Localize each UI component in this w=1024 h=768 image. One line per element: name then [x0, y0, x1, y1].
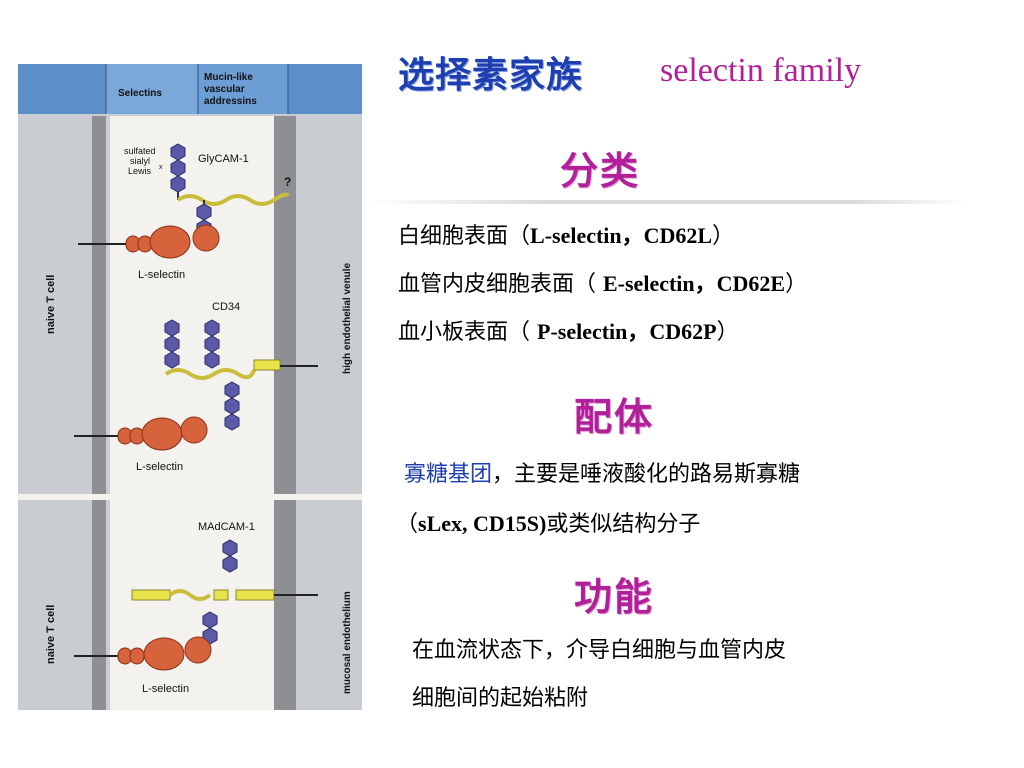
unknown-anchor-label: ?: [284, 175, 291, 189]
ligand-accent-term: 寡糖基团: [404, 462, 493, 487]
sulfated-label-2: sialyl: [130, 156, 150, 166]
cd34-label: CD34: [212, 301, 240, 313]
naive-t-cell-label-bottom: naive T cell: [45, 605, 57, 664]
sulfated-label-sup: x: [159, 164, 163, 171]
glycam-label: GlyCAM-1: [198, 153, 249, 165]
classification-2-term: E-selectin，CD62E: [603, 271, 786, 296]
cleft-bottom: [110, 500, 288, 710]
endothelium-membrane-top: [274, 116, 296, 494]
hev-label: high endothelial venule: [342, 262, 353, 374]
header-selectins-label: Selectins: [118, 88, 162, 99]
classification-2-prefix: 血管内皮细胞表面（: [398, 272, 603, 297]
cd34-backbone: [164, 368, 256, 380]
mucosal-endothelium-label: mucosal endothelium: [342, 591, 353, 694]
classification-3-prefix: 血小板表面（: [398, 320, 537, 345]
ligand-line-2-term: sLex, CD15S): [418, 511, 547, 536]
title-chinese: 选择素家族: [398, 54, 584, 96]
ligand-line-1: 寡糖基团，主要是唾液酸化的路易斯寡糖: [404, 456, 800, 488]
madcam-sugar-bottom: [202, 611, 218, 645]
l-selectin-1: [78, 224, 220, 259]
header-selectins-cell: [106, 64, 198, 114]
heading-classification: 分类: [560, 148, 641, 193]
sulfated-label-3: Lewis: [128, 166, 152, 176]
header-addressins-cell: [198, 64, 288, 114]
selectin-diagram-figure: Selectins Mucin-like vascular addressins…: [18, 64, 362, 710]
l-selectin-3: [74, 636, 212, 671]
l-selectin-label-1: L-selectin: [138, 269, 185, 281]
heading-ligand: 配体: [574, 394, 655, 439]
cd34-lower-sugar: [224, 381, 240, 431]
glycam-backbone: [176, 192, 290, 206]
t-cell-membrane-bottom: [92, 500, 106, 710]
sulfated-label-1: sulfated: [124, 146, 156, 156]
cd34-sugar-chains: [164, 319, 220, 369]
classification-2-suffix: ）: [785, 272, 808, 297]
t-cell-membrane-top: [92, 116, 106, 494]
classification-line-3: 血小板表面（ P-selectin，CD62P）: [398, 314, 739, 346]
divider-rule: [368, 200, 968, 204]
classification-line-1: 白细胞表面（L-selectin，CD62L）: [398, 218, 734, 250]
classification-3-suffix: ）: [716, 320, 739, 345]
classification-line-2: 血管内皮细胞表面（ E-selectin，CD62E）: [398, 266, 807, 298]
panel-separator: [18, 494, 362, 500]
function-line-1: 在血流状态下，介导白细胞与血管内皮: [412, 638, 787, 663]
classification-1-suffix: ）: [712, 224, 735, 249]
header-addressins-label-3: addressins: [204, 96, 257, 107]
l-selectin-label-3: L-selectin: [142, 683, 189, 695]
ligand-line-1-rest: ，主要是唾液酸化的路易斯寡糖: [492, 462, 801, 487]
madcam-ig-domains: [131, 589, 318, 601]
header-addressins-label-1: Mucin-like: [204, 72, 253, 83]
glycam-sugar-chain: [170, 143, 186, 193]
cd34-anchor-domain: [253, 359, 281, 371]
l-selectin-2: [74, 416, 208, 451]
classification-1-term: L-selectin，CD62L: [530, 223, 713, 248]
classification-1-prefix: 白细胞表面（: [398, 224, 531, 249]
title-english: selectin family: [660, 52, 862, 89]
header-addressins-label-2: vascular: [204, 84, 245, 95]
classification-3-term: P-selectin，CD62P: [537, 319, 717, 344]
madcam-label: MAdCAM-1: [198, 521, 255, 533]
ligand-line-2: （sLex, CD15S)或类似结构分子: [396, 506, 700, 538]
ligand-line-2-rest: 或类似结构分子: [546, 512, 701, 537]
heading-function: 功能: [574, 574, 655, 619]
madcam-sugar-top: [222, 539, 238, 573]
ligand-line-2-prefix: （: [396, 512, 419, 537]
endothelium-membrane-bottom: [274, 500, 296, 710]
naive-t-cell-label-top: naive T cell: [45, 275, 57, 334]
l-selectin-label-2: L-selectin: [136, 461, 183, 473]
function-line-2: 细胞间的起始粘附: [412, 686, 589, 711]
